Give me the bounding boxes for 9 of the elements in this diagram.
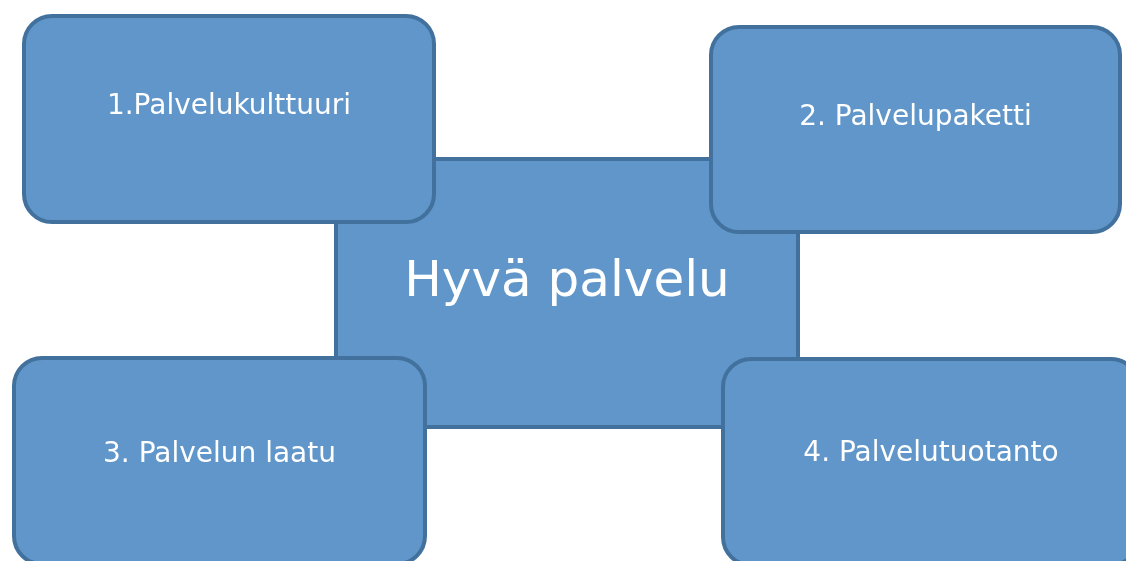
box-label: 3. Palvelun laatu: [103, 436, 336, 470]
rounded-box: [12, 356, 427, 561]
box-label: 4. Palvelutuotanto: [803, 435, 1059, 469]
rounded-box: [22, 14, 436, 224]
rounded-box: [709, 25, 1122, 234]
title-text: Hyvä palvelu: [404, 249, 730, 309]
box-label: 1.Palvelukulttuuri: [106, 88, 352, 122]
rounded-box: [721, 357, 1126, 561]
box-label: 2. Palvelupaketti: [799, 98, 1032, 133]
